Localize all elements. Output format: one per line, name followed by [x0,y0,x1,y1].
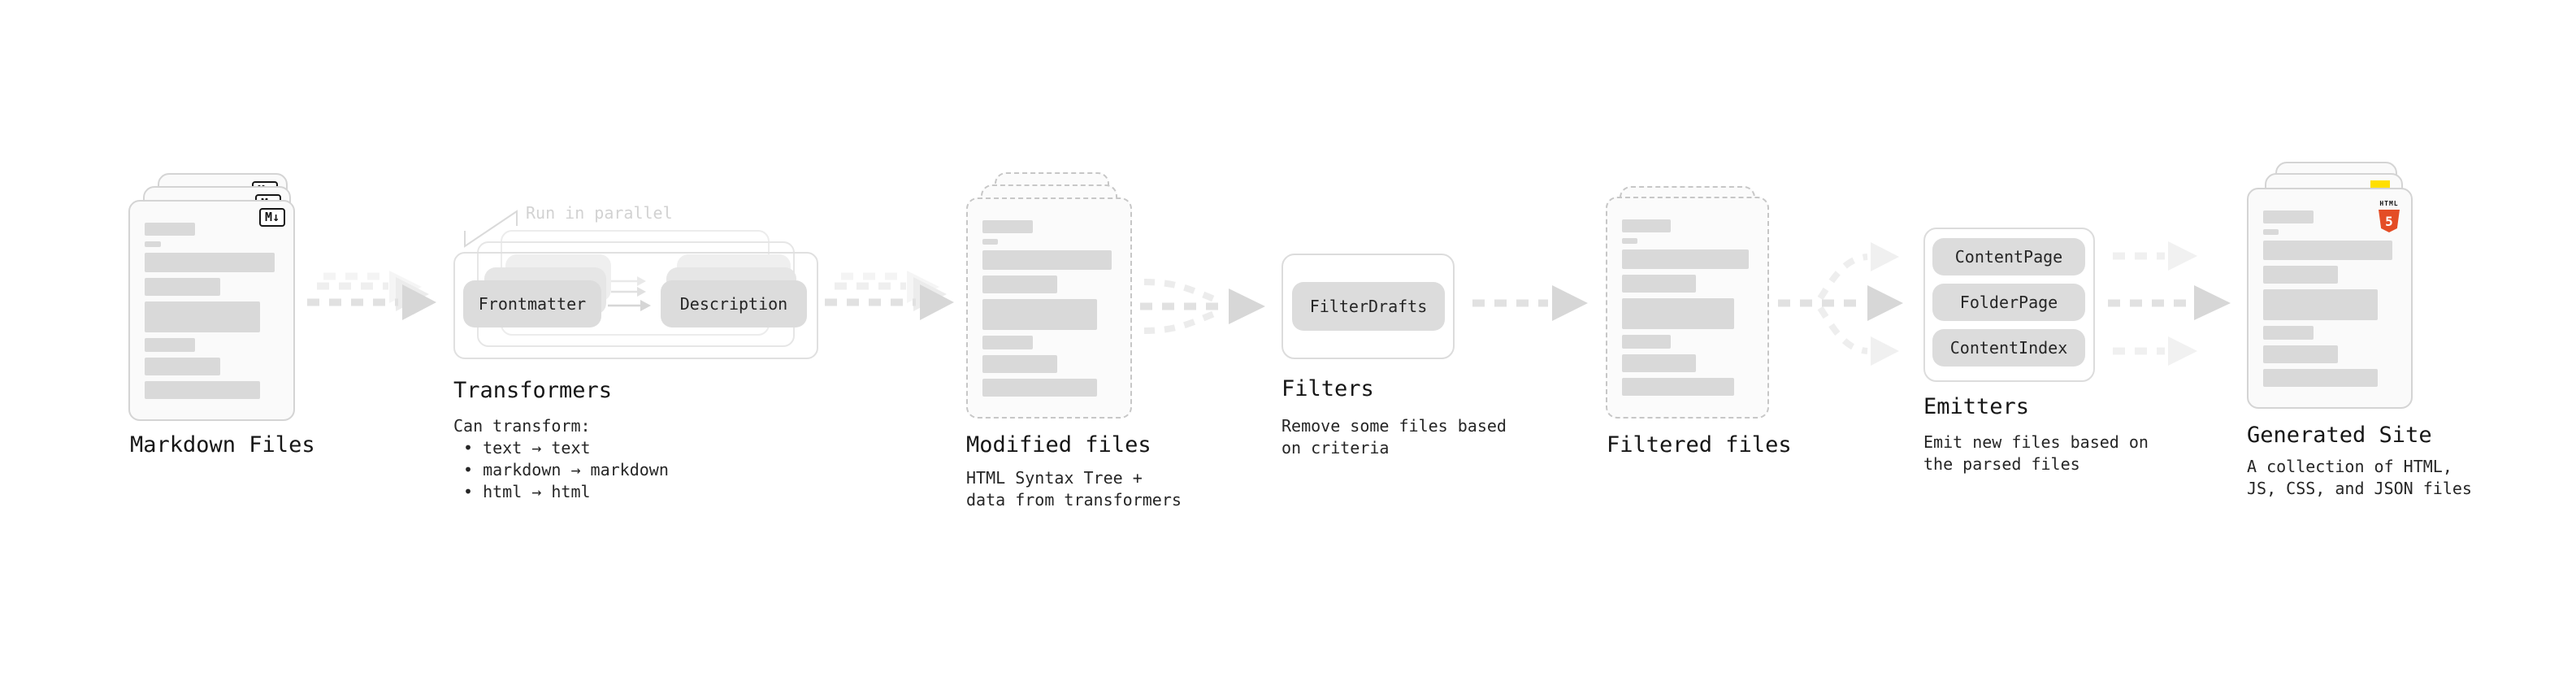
node-contentindex: ContentIndex [1932,329,2085,367]
filtered-files-label: Filtered files [1607,432,1792,458]
document-placeholder-lines [145,223,277,405]
transformers-desc-intro: Can transform: [453,416,591,436]
modified-files-label: Modified files [966,432,1151,458]
arrow-transformers-to-modified [825,271,954,320]
node-filterdrafts: FilterDrafts [1292,282,1445,331]
file-card-front: M↓ [128,200,295,421]
node-description: Description [661,280,807,327]
arrow-markdown-to-transformers [307,271,436,320]
emitters-desc: the parsed files [1923,454,2080,474]
transformers-bullet: • markdown → markdown [463,460,669,479]
filters-label: Filters [1281,376,1374,401]
generated-site-desc: JS, CSS, and JSON files [2247,479,2472,498]
filters-desc: on criteria [1281,438,1390,458]
file-card-front: HTML 5 [2247,188,2413,409]
modified-files-desc: data from transformers [966,490,1182,510]
node-folderpage: FolderPage [1932,284,2085,321]
arrow-filtered-to-emitters [1778,242,1903,366]
document-placeholder-lines [2263,210,2395,393]
markdown-files-label: Markdown Files [130,432,315,458]
node-contentpage: ContentPage [1932,238,2085,275]
file-card-front [966,197,1132,419]
filters-desc: Remove some files based [1281,416,1507,436]
arrow-modified-to-filters [1140,279,1265,334]
run-in-parallel-note: Run in parallel [526,203,673,223]
file-card-front [1606,197,1769,419]
document-placeholder-lines [1622,219,1751,401]
transformers-label: Transformers [453,378,613,403]
generated-site-label: Generated Site [2247,423,2432,448]
transformers-bullet: • html → html [463,482,591,501]
arrow-emitters-to-generated [2108,241,2231,366]
modified-files-desc: HTML Syntax Tree + [966,468,1143,488]
arrow-filters-to-filtered [1472,285,1588,321]
generated-site-desc: A collection of HTML, [2247,457,2452,476]
emitters-desc: Emit new files based on [1923,432,2149,452]
html5-icon: HTML 5 [2375,193,2403,232]
transformers-bullet: • text → text [463,438,591,458]
emitters-label: Emitters [1923,394,2030,419]
markdown-icon: M↓ [258,208,285,227]
node-frontmatter: Frontmatter [463,280,601,327]
document-placeholder-lines [982,220,1114,402]
transformer-container-front [453,252,818,359]
